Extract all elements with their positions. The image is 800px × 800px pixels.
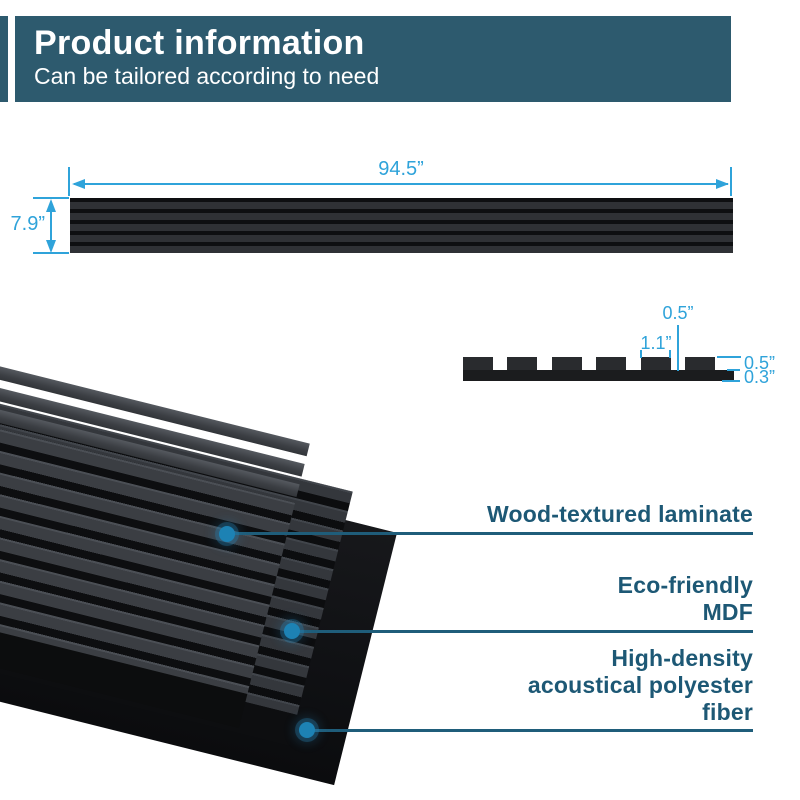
height-dimension-line [50,203,52,248]
extension-line [33,252,69,254]
slat-gap-leader-line [677,325,679,371]
cross-section-base [463,370,734,381]
leader-line-mdf [292,630,753,633]
slat-height-label: 0.5” [744,353,776,373]
extension-line [730,167,732,196]
arrowhead-left-icon [72,179,85,189]
page-title: Product information [34,24,365,62]
cross-section-slat [641,357,671,370]
extension-line [68,167,70,196]
arrowhead-right-icon [716,179,729,189]
extension-line [717,356,741,358]
slat-gap-label: 0.5” [662,303,694,323]
header: Product information Can be tailored acco… [15,16,731,102]
leader-line-laminate [227,532,753,535]
fiber-material-label-line3: fiber [702,699,753,725]
page-subtitle: Can be tailored according to need [34,63,380,89]
arrowhead-up-icon [46,199,56,212]
cross-section-slat [463,357,493,370]
mdf-material-label-line2: MDF [702,599,753,625]
panel-width-label: 94.5” [378,158,424,180]
fiber-material-label-line1: High-density [611,645,753,671]
mdf-material-label: Eco-friendly MDF [618,572,753,626]
tick-mark [669,350,671,358]
layered-panel-illustration [0,318,412,800]
panel-height-label: 7.9” [10,213,45,235]
cross-section-slat [685,357,715,370]
extension-line [727,369,740,371]
extension-line [33,197,69,199]
cross-section-slat [552,357,582,370]
tick-mark [640,350,642,358]
arrowhead-down-icon [46,240,56,253]
mdf-material-label-line1: Eco-friendly [617,572,753,598]
leader-line-fiber [307,729,753,732]
leader-dot-fiber [299,722,315,738]
fiber-material-label-line2: acoustical polyester [527,672,753,698]
panel-front-view [70,198,733,253]
leader-dot-mdf [284,623,300,639]
extension-line [722,380,740,382]
header-accent-bar [0,16,8,102]
fiber-material-label: High-density acoustical polyester fiber [528,645,753,726]
width-dimension-line [74,183,728,185]
laminate-material-label: Wood-textured laminate [487,501,753,527]
leader-dot-laminate [219,526,235,542]
slat-width-label: 1.1” [640,333,672,353]
base-thickness-label: 0.3” [744,367,776,387]
cross-section-slat [596,357,626,370]
cross-section-slat [507,357,537,370]
